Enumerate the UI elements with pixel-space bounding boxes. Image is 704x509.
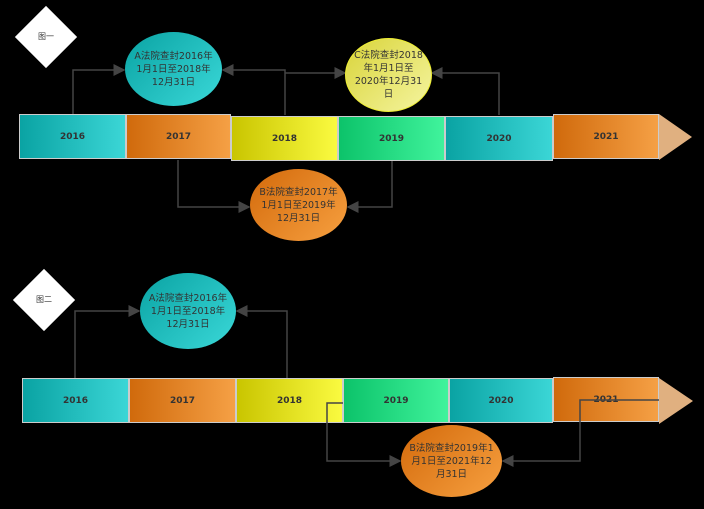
connector-2019-B (346, 160, 393, 213)
connector-2018-A (221, 64, 286, 115)
year2-2020: 2020 (449, 378, 553, 423)
court-a-ellipse: A法院查封2016年1月1日至2018年12月31日 (125, 32, 222, 106)
year2-2018: 2018 (236, 378, 343, 423)
year2-2019: 2019 (343, 378, 449, 423)
diagram2-label: 图二 (36, 295, 52, 304)
year-2021: 2021 (553, 114, 659, 159)
connector-2017-B (177, 160, 251, 213)
court-b-ellipse: B法院查封2017年1月1日至2019年12月31日 (250, 169, 347, 241)
connector2-2018-A (235, 305, 288, 378)
connector-2016-A (72, 64, 126, 114)
year2-2016: 2016 (22, 378, 129, 423)
year-2020: 2020 (445, 116, 553, 161)
year-2019: 2019 (338, 116, 445, 161)
connector2-2016-A (74, 305, 141, 378)
diagram1-label: 图一 (38, 32, 54, 41)
court-c-ellipse: C法院查封2018年1月1日至2020年12月31日 (345, 38, 432, 112)
connector2-2021-B (501, 399, 659, 467)
connector2-2019-B (326, 402, 402, 467)
year-2017: 2017 (126, 114, 231, 159)
year-2018: 2018 (231, 116, 338, 161)
connector-2020-C (430, 67, 500, 115)
court-a-ellipse-2: A法院查封2016年1月1日至2018年12月31日 (140, 273, 236, 349)
arrow-head-2 (659, 378, 693, 424)
court-b-ellipse-2: B法院查封2019年1月1日至2021年12月31日 (401, 425, 502, 497)
arrow-head-1 (659, 114, 692, 160)
year-2016: 2016 (19, 114, 126, 159)
year2-2017: 2017 (129, 378, 236, 423)
